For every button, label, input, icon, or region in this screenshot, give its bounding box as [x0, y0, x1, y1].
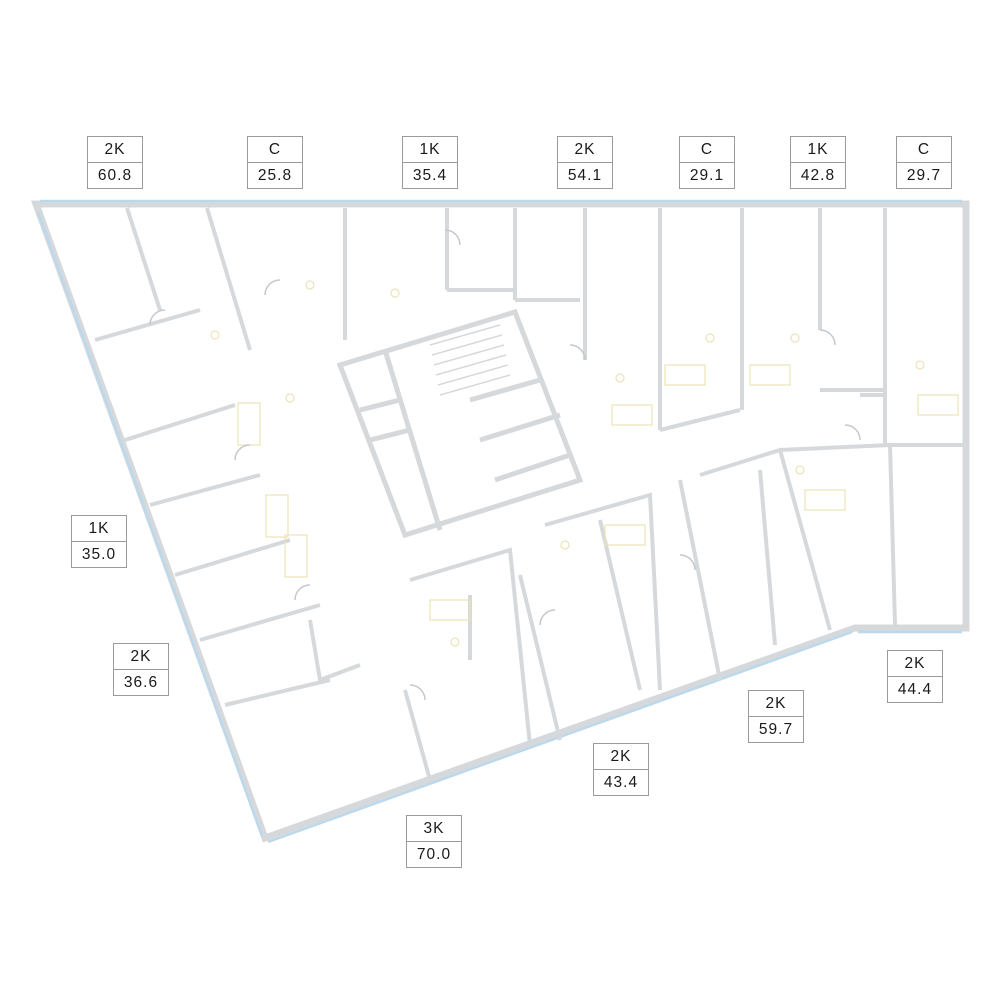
- unit-area: 43.4: [603, 774, 639, 791]
- bathtub-icon: [604, 524, 646, 546]
- toilet-icon: [560, 540, 570, 550]
- bathtub-icon: [917, 394, 959, 416]
- bathtub-icon: [429, 599, 471, 621]
- unit-area: 42.8: [800, 167, 836, 184]
- bathtub-icon: [265, 494, 289, 538]
- bathtub-icon: [804, 489, 846, 511]
- unit-area: 35.4: [412, 167, 448, 184]
- unit-area: 29.1: [689, 167, 725, 184]
- unit-label-2k-60-8[interactable]: 2K 60.8: [87, 136, 143, 189]
- partition-walls-left: [94, 308, 361, 707]
- door-swing-icon: [444, 229, 461, 246]
- unit-area: 54.1: [567, 167, 603, 184]
- unit-type: 2K: [888, 651, 942, 677]
- bathtub-icon: [237, 402, 261, 446]
- unit-type: 2K: [558, 137, 612, 163]
- toilet-icon: [615, 373, 625, 383]
- unit-label-2k-43-4[interactable]: 2K 43.4: [593, 743, 649, 796]
- door-swing-icon: [819, 329, 836, 346]
- unit-type: 1K: [403, 137, 457, 163]
- door-swing-icon: [679, 554, 696, 571]
- unit-label-1k-35-4[interactable]: 1K 35.4: [402, 136, 458, 189]
- unit-type: 2K: [749, 691, 803, 717]
- unit-area: 25.8: [257, 167, 293, 184]
- bathtub-icon: [284, 534, 308, 578]
- bathtub-icon: [664, 364, 706, 386]
- unit-area: 35.0: [81, 546, 117, 563]
- toilet-icon: [390, 288, 400, 298]
- bathtub-icon: [749, 364, 791, 386]
- unit-type: C: [680, 137, 734, 163]
- door-swing-icon: [844, 424, 861, 441]
- bathtub-icon: [611, 404, 653, 426]
- unit-area: 44.4: [897, 681, 933, 698]
- partition-walls-bottom: [403, 442, 897, 781]
- door-swing-icon: [294, 584, 311, 601]
- unit-label-2k-36-6[interactable]: 2K 36.6: [113, 643, 169, 696]
- unit-label-1k-42-8[interactable]: 1K 42.8: [790, 136, 846, 189]
- door-swing-icon: [539, 609, 556, 626]
- unit-type: C: [897, 137, 951, 163]
- unit-label-2k-59-7[interactable]: 2K 59.7: [748, 690, 804, 743]
- door-swing-icon: [569, 344, 586, 361]
- unit-type: 2K: [88, 137, 142, 163]
- unit-label-c-29-1[interactable]: C 29.1: [679, 136, 735, 189]
- core-walls: [336, 308, 584, 539]
- unit-type: 2K: [114, 644, 168, 670]
- unit-label-3k-70-0[interactable]: 3K 70.0: [406, 815, 462, 868]
- door-swing-icon: [409, 684, 426, 701]
- toilet-icon: [305, 280, 315, 290]
- unit-area: 60.8: [97, 167, 133, 184]
- toilet-icon: [285, 393, 295, 403]
- toilet-icon: [705, 333, 715, 343]
- unit-type: C: [248, 137, 302, 163]
- unit-area: 36.6: [123, 674, 159, 691]
- facade-windows: [36, 199, 962, 844]
- unit-label-c-29-7[interactable]: C 29.7: [896, 136, 952, 189]
- unit-label-1k-35-0[interactable]: 1K 35.0: [71, 515, 127, 568]
- partition-walls-top: [125, 207, 887, 430]
- outer-wall: [31, 200, 970, 843]
- unit-area: 29.7: [906, 167, 942, 184]
- unit-type: 1K: [791, 137, 845, 163]
- toilet-icon: [795, 465, 805, 475]
- toilet-icon: [450, 637, 460, 647]
- toilet-icon: [915, 360, 925, 370]
- unit-type: 1K: [72, 516, 126, 542]
- partition-walls-right: [659, 388, 966, 447]
- unit-type: 2K: [594, 744, 648, 770]
- door-swing-icon: [149, 309, 166, 326]
- unit-label-2k-44-4[interactable]: 2K 44.4: [887, 650, 943, 703]
- unit-label-2k-54-1[interactable]: 2K 54.1: [557, 136, 613, 189]
- door-swing-icon: [264, 279, 281, 296]
- unit-label-c-25-8[interactable]: C 25.8: [247, 136, 303, 189]
- toilet-icon: [790, 333, 800, 343]
- door-swing-icon: [234, 444, 251, 461]
- toilet-icon: [210, 330, 220, 340]
- unit-area: 59.7: [758, 721, 794, 738]
- unit-area: 70.0: [416, 846, 452, 863]
- stair-flights: [429, 324, 511, 396]
- unit-type: 3K: [407, 816, 461, 842]
